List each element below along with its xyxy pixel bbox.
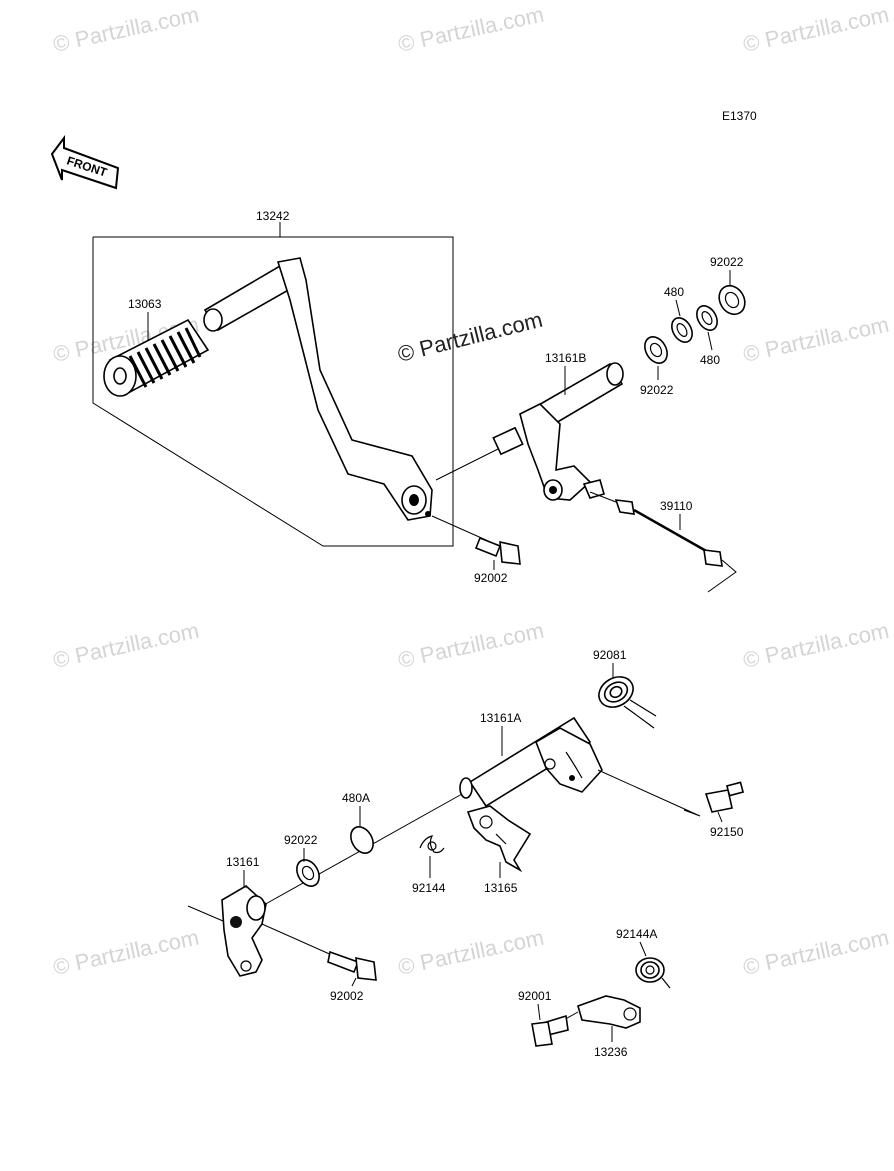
return-spring [598, 676, 657, 729]
shift-pedal [203, 257, 433, 521]
watermark: © Partzilla.com [51, 618, 201, 673]
callout-13242: 13242 [256, 209, 290, 223]
watermark: © Partzilla.com [51, 925, 201, 980]
watermark: © Partzilla.com [741, 2, 891, 57]
pawl-lever [577, 995, 641, 1029]
callout-39110: 39110 [660, 499, 693, 513]
diagram-code: E1370 [722, 109, 757, 123]
callout-480-b: 480 [700, 353, 720, 367]
callout-92022-top: 92022 [710, 255, 744, 269]
retaining-clip [419, 835, 445, 854]
callout-13161B: 13161B [545, 351, 586, 365]
center-watermark: © Partzilla.com [395, 307, 545, 367]
callout-92144A: 92144A [616, 927, 657, 941]
callout-13161A: 13161A [480, 711, 521, 725]
callout-92001: 92001 [518, 989, 552, 1003]
callout-92081: 92081 [593, 648, 627, 662]
shift-shaft [459, 716, 603, 808]
callout-480-a: 480 [664, 285, 684, 299]
footpeg-rubber [103, 318, 210, 397]
callout-92022-c: 92022 [284, 833, 318, 847]
callout-92002-top: 92002 [474, 571, 508, 585]
shift-arm [221, 885, 267, 977]
washer-stack [644, 284, 746, 364]
watermarks: © Partzilla.com © Partzilla.com © Partzi… [51, 2, 891, 980]
front-arrow: FRONT [50, 135, 120, 190]
callout-92150: 92150 [710, 825, 744, 839]
callout-92144: 92144 [412, 881, 446, 895]
watermark: © Partzilla.com [396, 925, 546, 980]
shift-plate [466, 805, 532, 873]
callout-480A: 480A [342, 791, 370, 805]
arm-bolt [261, 923, 377, 981]
watermark: © Partzilla.com [741, 312, 891, 367]
callout-92022-b: 92022 [640, 383, 674, 397]
watermark: © Partzilla.com [396, 618, 546, 673]
pedal-group-frame [92, 222, 454, 547]
callouts: 13242 13063 92022 480 480 13161B 92022 3… [128, 209, 744, 1059]
pawl-bolt [531, 1011, 579, 1047]
callout-13165: 13165 [484, 881, 518, 895]
callout-13236: 13236 [594, 1045, 628, 1059]
circlip [350, 826, 374, 854]
watermark: © Partzilla.com [396, 2, 546, 57]
callout-92002-bottom: 92002 [330, 989, 364, 1003]
torsion-spring [635, 957, 671, 989]
stopper-bolt [597, 769, 745, 817]
watermark: © Partzilla.com [741, 925, 891, 980]
pedal-bolt [431, 515, 521, 565]
watermark: © Partzilla.com [741, 618, 891, 673]
callout-13063: 13063 [128, 297, 162, 311]
tie-rod [589, 491, 737, 593]
shift-arm-shaft [492, 362, 624, 501]
bottom-washer [296, 859, 320, 887]
watermark: © Partzilla.com [51, 2, 201, 57]
callout-13161: 13161 [226, 855, 260, 869]
